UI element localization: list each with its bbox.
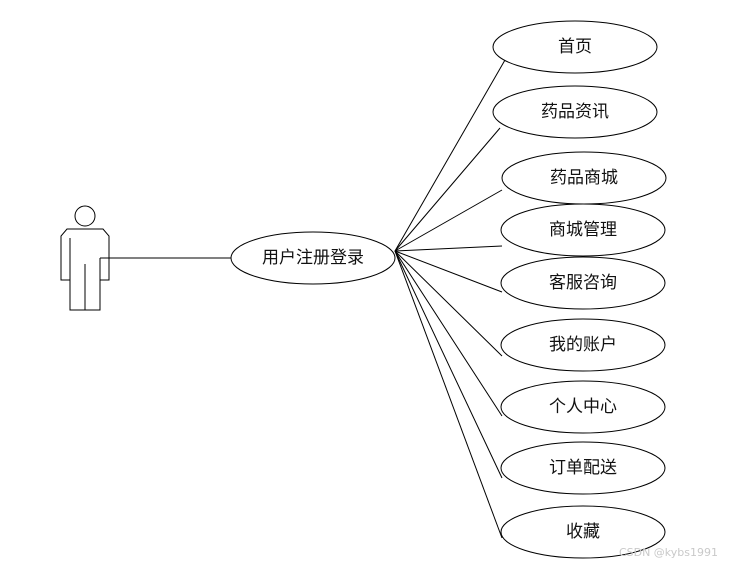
use-case-label: 首页 [558, 37, 592, 57]
connector-line-homepage [394, 59, 506, 252]
use-case-customer-service: 客服咨询 [500, 256, 666, 310]
use-case-my-account: 我的账户 [500, 318, 666, 372]
actor-body [60, 228, 110, 311]
use-case-user-registration-login: 用户注册登录 [230, 231, 396, 285]
use-case-mall-management: 商城管理 [500, 203, 666, 257]
use-case-label: 收藏 [566, 522, 600, 542]
connector-line-favorites [394, 250, 503, 539]
use-case-personal-center: 个人中心 [500, 380, 666, 434]
connector-line-drug-news [394, 127, 501, 252]
actor-figure [60, 205, 110, 311]
connector-line-customer-service [394, 250, 503, 293]
connector-line-drug-mall [394, 189, 503, 252]
watermark-text: CSDN @kybs1991 [619, 546, 718, 559]
use-case-favorites: 收藏 [500, 505, 666, 559]
use-case-label: 我的账户 [549, 335, 617, 355]
use-case-order-delivery: 订单配送 [500, 441, 666, 495]
use-case-homepage: 首页 [492, 20, 658, 74]
use-case-label: 用户注册登录 [262, 248, 364, 268]
actor-head [74, 205, 96, 227]
use-case-label: 药品资讯 [541, 102, 609, 122]
connector-lines [394, 59, 506, 539]
connector-line-order-delivery [394, 250, 503, 479]
connector-line-mall-management [394, 245, 503, 252]
use-case-drug-mall: 药品商城 [501, 151, 667, 205]
use-case-label: 客服咨询 [549, 273, 617, 293]
use-case-drug-news: 药品资讯 [492, 85, 658, 139]
use-case-label: 个人中心 [549, 397, 617, 417]
use-case-label: 商城管理 [549, 220, 617, 240]
connector-line-my-account [394, 250, 503, 357]
connector-line-personal-center [394, 250, 503, 417]
use-case-label: 订单配送 [549, 458, 617, 478]
use-case-label: 药品商城 [550, 168, 618, 188]
